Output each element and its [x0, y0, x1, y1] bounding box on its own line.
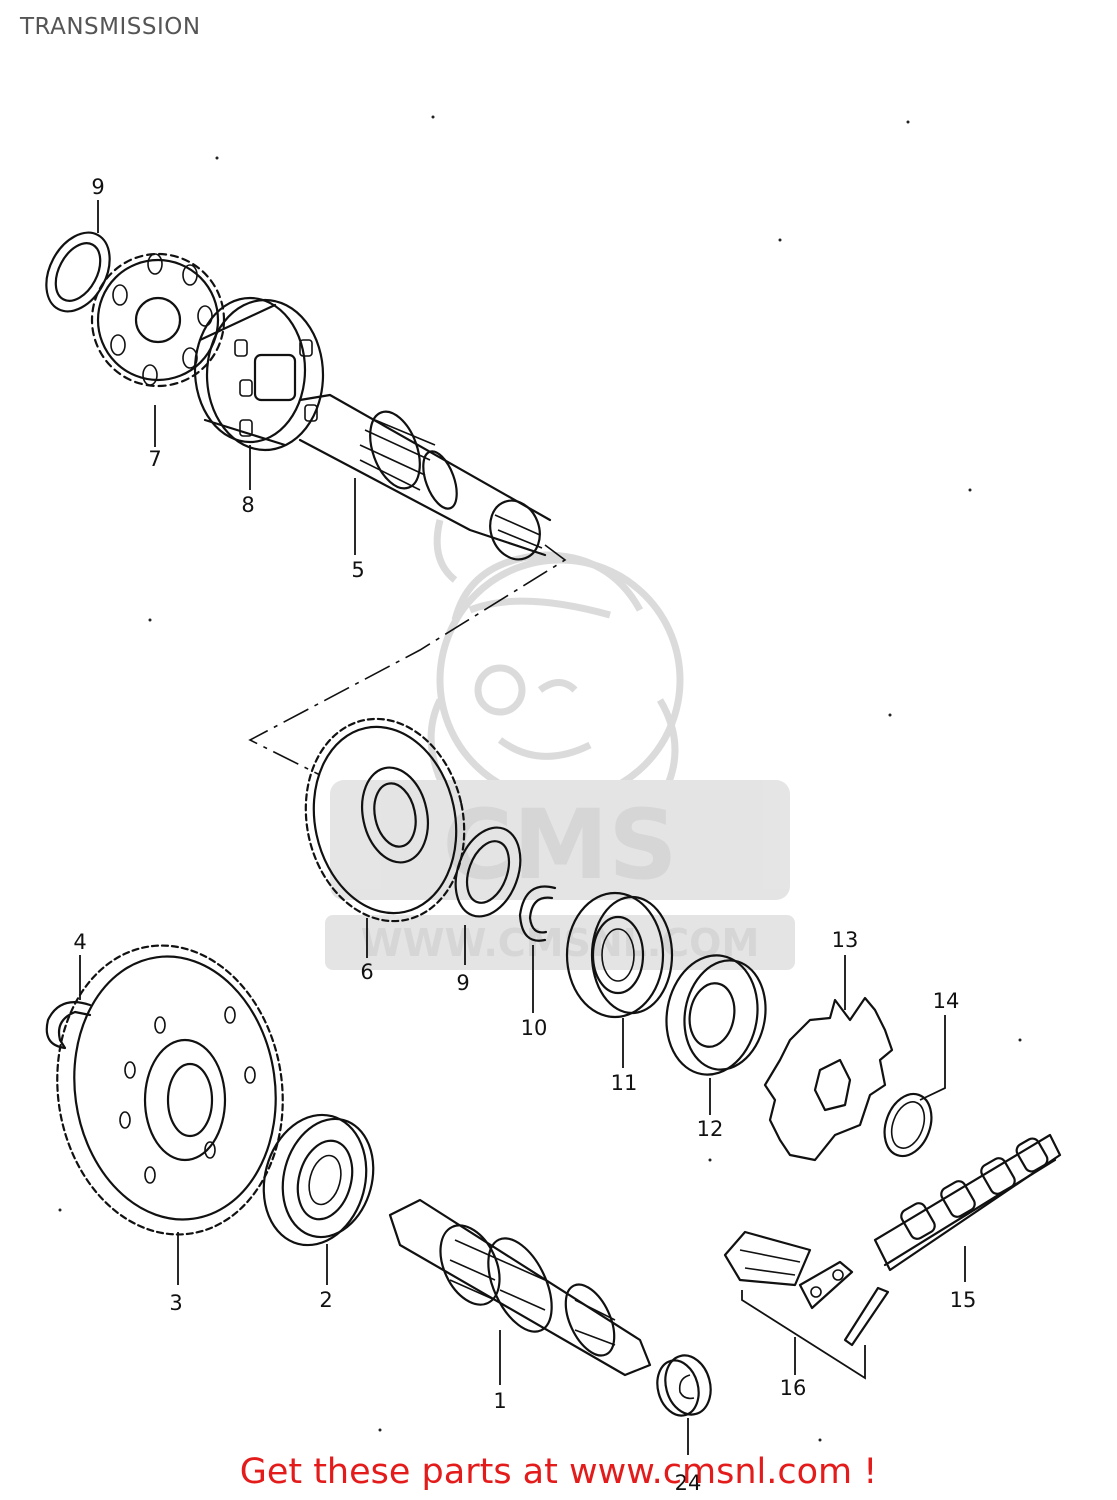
part-16-chain-joint: [723, 1230, 890, 1347]
page-title: TRANSMISSION: [20, 14, 201, 40]
callout-14: 14: [933, 989, 960, 1013]
part-6-gear: [304, 717, 466, 923]
assembly-guide-line: [248, 544, 567, 776]
callout-15: 15: [950, 1288, 977, 1312]
part-9-washer-middle: [454, 826, 522, 918]
callout-4: 4: [73, 930, 86, 954]
callout-11: 11: [611, 1071, 638, 1095]
watermark-logo-text: CMS: [442, 789, 677, 901]
part-15-drive-chain: [873, 1133, 1062, 1272]
part-24-cap: [656, 1354, 712, 1417]
part-14-circlip: [883, 1092, 933, 1158]
part-3-driven-gear: [56, 944, 284, 1236]
part-13-sprocket: [763, 996, 894, 1162]
part-9-washer-top: [45, 231, 111, 313]
callout-24: 24: [675, 1471, 702, 1495]
callout-10: 10: [521, 1016, 548, 1040]
part-5-countershaft: [298, 393, 552, 561]
part-2-bearing: [262, 1113, 375, 1247]
footer-promo-link[interactable]: Get these parts at www.cmsnl.com !: [239, 1452, 878, 1492]
callout-7: 7: [148, 447, 161, 471]
callout-6: 6: [360, 960, 373, 984]
watermark-url-text: WWW.CMSNL.COM: [361, 921, 760, 965]
part-12-oil-seal: [665, 954, 767, 1076]
callout-2: 2: [319, 1288, 332, 1312]
callout-9-middle: 9: [456, 971, 469, 995]
leader-lines: [79, 200, 966, 1455]
part-10-circlip: [518, 885, 557, 942]
scan-specks: [58, 115, 1022, 1442]
callout-3: 3: [169, 1291, 182, 1315]
cms-watermark: CMS WWW.CMSNL.COM: [325, 519, 795, 970]
callout-labels: 9 7 8 5 6 9 10 4 13 14 11 12 3 2 15 16 1…: [73, 175, 976, 1495]
callout-16: 16: [780, 1376, 807, 1400]
callout-5: 5: [351, 558, 364, 582]
part-1-driveshaft: [388, 1198, 652, 1377]
callout-9-top: 9: [91, 175, 104, 199]
callout-12: 12: [697, 1117, 724, 1141]
callout-13: 13: [832, 928, 859, 952]
part-11-bearing: [565, 891, 674, 1019]
part-8-shift-collar: [193, 296, 325, 452]
callout-8: 8: [241, 493, 254, 517]
part-7-gear: [90, 252, 226, 388]
callout-1: 1: [493, 1389, 506, 1413]
part-4-circlip: [45, 1001, 92, 1050]
